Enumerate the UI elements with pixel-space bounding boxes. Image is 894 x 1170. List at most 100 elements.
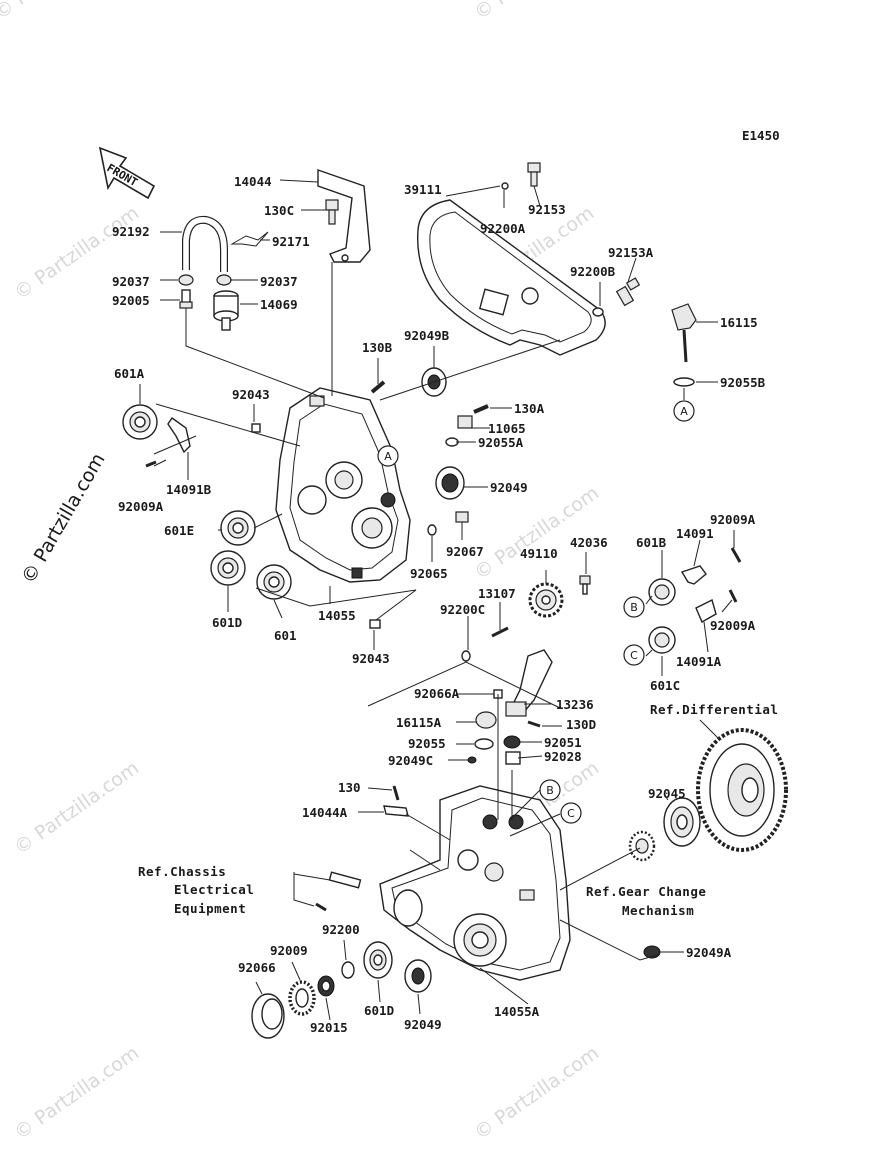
bolt-130d — [527, 720, 541, 728]
svg-text:C: C — [630, 649, 638, 662]
part-label: 130D — [566, 717, 596, 732]
bearing-601d-bottom — [363, 941, 393, 979]
part-label: 92015 — [310, 1020, 348, 1035]
bolt-130c — [325, 199, 339, 225]
part-label: 92009A — [710, 618, 756, 633]
part-label: 14044 — [234, 174, 272, 189]
o-ring-92055b — [673, 377, 695, 387]
part-label: 14055 — [318, 608, 356, 623]
svg-text:A: A — [680, 405, 688, 418]
part-label: 130C — [264, 203, 294, 218]
part-label: 14091A — [676, 654, 722, 669]
svg-text:A: A — [384, 450, 392, 463]
part-label: 92028 — [544, 749, 582, 764]
fitting-92005 — [179, 289, 193, 309]
ref-gear-line2: Mechanism — [622, 903, 694, 918]
part-label: 601E — [164, 523, 194, 538]
seal-92015 — [317, 975, 335, 997]
part-label: 601A — [114, 366, 145, 381]
part-label: 92066A — [414, 686, 460, 701]
part-label: 92192 — [112, 224, 150, 239]
sensor-bracket — [328, 871, 362, 889]
clamp-92171 — [230, 231, 269, 247]
part-label: 13107 — [478, 586, 516, 601]
seal-92049-bottom — [404, 959, 432, 993]
svg-text:B: B — [630, 601, 638, 614]
watermark: © Partzilla.com — [470, 0, 603, 24]
bearing-601c — [648, 626, 676, 654]
washer-92200c — [461, 650, 471, 662]
plug-92067 — [455, 511, 469, 523]
part-label: 92055B — [720, 375, 766, 390]
part-label: 92049B — [404, 328, 450, 343]
ref-chassis-line2: Electrical — [174, 882, 254, 897]
bolt-92153a — [615, 277, 641, 307]
callout-c-right: C — [623, 644, 645, 666]
part-label: 92055 — [408, 736, 446, 751]
seal-92009 — [288, 980, 316, 1016]
bearing-601d-top — [210, 550, 246, 586]
seal-92049-top — [435, 466, 465, 500]
part-label: 92200 — [322, 922, 360, 937]
gear-49110 — [528, 582, 564, 618]
watermark: © Partzilla.com — [10, 1042, 143, 1144]
part-label: 92037 — [112, 274, 150, 289]
differential-gear — [696, 728, 788, 852]
bearing-601b — [648, 578, 676, 606]
part-label: 14044A — [302, 805, 348, 820]
part-label: 130 — [338, 780, 361, 795]
bracket-14091a — [695, 598, 717, 623]
clamp-92037-right — [216, 274, 232, 286]
bearing-601e — [220, 510, 256, 546]
diagram-code: E1450 — [742, 128, 780, 143]
part-label: 92067 — [446, 544, 484, 559]
bearing-601 — [256, 564, 292, 600]
watermark: © Partzilla.com — [470, 482, 603, 584]
svg-text:B: B — [546, 784, 554, 797]
part-label: 130B — [362, 340, 393, 355]
part-label: 39111 — [404, 182, 442, 197]
cap-92066 — [251, 993, 285, 1039]
part-label: 13236 — [556, 697, 594, 712]
callout-a-right: A — [673, 400, 695, 422]
collar-92028 — [505, 751, 521, 765]
watermark: © Partzilla.com — [10, 757, 143, 859]
part-label: 601B — [636, 535, 667, 550]
part-labels: 14044 130C 92171 92192 92037 92037 92005… — [112, 174, 766, 1035]
gear-change-mechanism — [628, 830, 656, 862]
part-label: 14091B — [166, 482, 212, 497]
part-label: 14055A — [494, 1004, 540, 1019]
seal-92049c — [467, 756, 477, 764]
part-label: 92049 — [404, 1017, 442, 1032]
part-label: 16115 — [720, 315, 758, 330]
seal-92051 — [503, 735, 521, 749]
crankcase-14055a — [379, 785, 571, 981]
pin-13107 — [491, 626, 509, 638]
part-label: 42036 — [570, 535, 608, 550]
clamp-92037-left — [178, 274, 194, 286]
part-label: 92200A — [480, 221, 526, 236]
part-label: 16115A — [396, 715, 442, 730]
callout-a-top: A — [377, 445, 399, 467]
part-label: 92066 — [238, 960, 276, 975]
leader-lines — [139, 179, 735, 1021]
bolt-92009a-right-bottom — [728, 589, 738, 603]
bracket-14044 — [317, 169, 371, 263]
washer-92065 — [427, 524, 437, 536]
plug-16115a — [475, 711, 497, 729]
bolt-92009a-left — [145, 460, 157, 468]
svg-text:C: C — [567, 807, 575, 820]
part-label: 92009 — [270, 943, 308, 958]
bolt-130a — [473, 404, 489, 414]
bolt-92009a-right-top — [730, 547, 742, 563]
part-label: 92153 — [528, 202, 566, 217]
part-label: 92037 — [260, 274, 298, 289]
breather-14069 — [213, 290, 239, 331]
callout-b-right: B — [623, 596, 645, 618]
bearing-601a — [122, 404, 158, 440]
part-label: 49110 — [520, 546, 558, 561]
part-label: 92153A — [608, 245, 654, 260]
part-label: 92049 — [490, 480, 528, 495]
part-label: 601 — [274, 628, 297, 643]
